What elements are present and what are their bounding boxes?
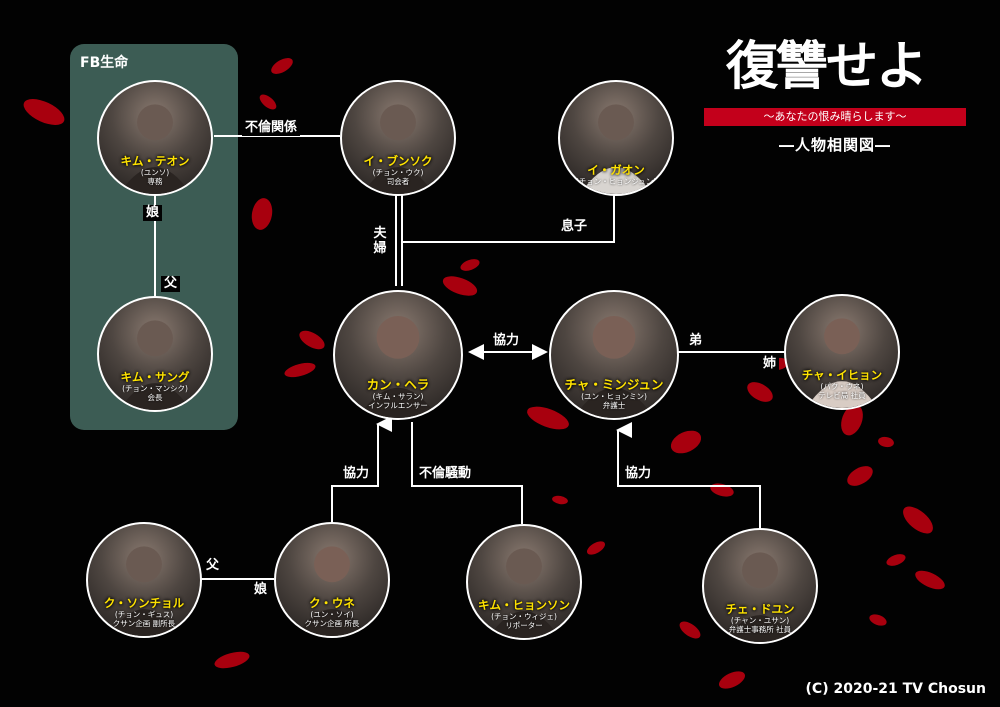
person-role: クサン企画 所長 [304,619,360,628]
portrait-icon [296,546,368,636]
label-daughter-2: 娘 [251,582,271,598]
person-che-dyun[interactable]: チェ・ドユン (チャン・ユサン) 弁護士事務所 社員 [702,528,818,644]
link-coop-dyun-minjun [616,422,761,530]
person-actor: (ユンソ) [140,168,170,177]
person-actor: (チョン・マンシク) [122,384,188,393]
person-role: リポーター [505,621,543,630]
person-actor: (ユン・ヒョンミン) [581,392,647,401]
label-father-2: 父 [203,558,223,574]
person-lee-gaon[interactable]: イ・ガオン (チョン・ヒョンジュン) [558,80,674,196]
person-kang-hera[interactable]: カン・ヘラ (キム・サラン) インフルエンサー [333,290,463,420]
person-actor: (チョン・ウィジェ) [491,612,557,621]
portrait-icon [119,104,191,194]
person-actor: (チョン・ギュス) [114,610,174,619]
person-kim-sangu[interactable]: キム・サング (チョン・マンシク) 会長 [97,296,213,412]
person-kim-hyonson[interactable]: キム・ヒョンソン (チョン・ウィジェ) リポーター [466,524,582,640]
person-actor: (キム・サラン) [372,392,424,401]
portrait-icon [119,320,191,410]
person-role: 会長 [147,393,163,402]
person-name: キム・テオン [120,154,190,168]
subtitle-bar: 〜あなたの恨み晴らします〜 [704,108,966,126]
person-name: イ・ブンソク [363,154,433,168]
person-ku-sonchol[interactable]: ク・ソンチョル (チョン・ギュス) クサン企画 副所長 [86,522,202,638]
person-cha-ihyon[interactable]: チャ・イヒョン (パク・ウネ) テレビ局 社員 [784,294,900,410]
portrait-icon [580,104,652,194]
portrait-icon [357,315,439,418]
label-older-sister: 姉 [760,356,780,372]
show-subtitle: 〜あなたの恨み晴らします〜 [763,110,907,123]
person-name: チェ・ドユン [725,602,795,616]
person-actor: (チャン・ユサン) [730,616,790,625]
copyright: (C) 2020-21 TV Chosun [805,681,986,697]
label-coop-2: 協力 [340,466,373,482]
person-role: クサン企画 副所長 [112,619,176,628]
link-son [402,186,615,243]
person-name: キム・サング [120,370,190,384]
person-name: チャ・ミンジュン [564,377,664,392]
label-spouses: 夫婦 [373,226,387,256]
person-actor: (パク・ウネ) [820,382,864,391]
person-name: イ・ガオン [587,163,645,177]
person-name: ク・ソンチョル [103,596,185,610]
person-actor: (チョン・ヒョンジュン) [575,177,657,186]
person-role: 司会者 [386,177,410,186]
portrait-icon [488,548,560,638]
portrait-icon [724,552,796,642]
label-affair: 不倫関係 [242,120,301,136]
show-title: 復讐せよ [726,36,928,97]
label-younger-brother: 弟 [686,333,706,349]
person-role: 弁護士 [602,401,626,410]
person-role: テレビ局 社員 [818,391,866,400]
portrait-icon [573,315,655,418]
label-scandal: 不倫騒動 [416,466,475,482]
person-actor: (ユン・ソイ) [310,610,354,619]
portrait-icon [806,318,878,408]
person-role: 専務 [147,177,163,186]
label-coop-1: 協力 [490,333,523,349]
person-name: キム・ヒョンソン [478,598,570,612]
portrait-icon [362,104,434,194]
person-role: 弁護士事務所 社員 [728,625,792,634]
group-label: FB生命 [80,55,129,71]
person-name: カン・ヘラ [366,377,430,392]
link-coop-une-hera [331,416,392,524]
person-name: ク・ウネ [309,596,355,610]
person-name: チャ・イヒョン [801,368,883,382]
label-son: 息子 [558,219,591,235]
label-father: 父 [161,276,181,292]
person-cha-minjun[interactable]: チャ・ミンジュン (ユン・ヒョンミン) 弁護士 [549,290,679,420]
person-kim-taeon[interactable]: キム・テオン (ユンソ) 専務 [97,80,213,196]
person-role: インフルエンサー [368,401,428,410]
portrait-icon [108,546,180,636]
person-lee-pyeonsok[interactable]: イ・ブンソク (チョン・ウク) 司会者 [340,80,456,196]
person-ku-une[interactable]: ク・ウネ (ユン・ソイ) クサン企画 所長 [274,522,390,638]
person-actor: (チョン・ウク) [372,168,424,177]
link-scandal [411,422,523,524]
chart-title: ―人物相関図― [778,136,891,154]
title-block: 復讐せよ 〜あなたの恨み晴らします〜 ―人物相関図― [700,34,970,164]
label-coop-3: 協力 [622,466,655,482]
label-daughter: 娘 [143,205,163,221]
